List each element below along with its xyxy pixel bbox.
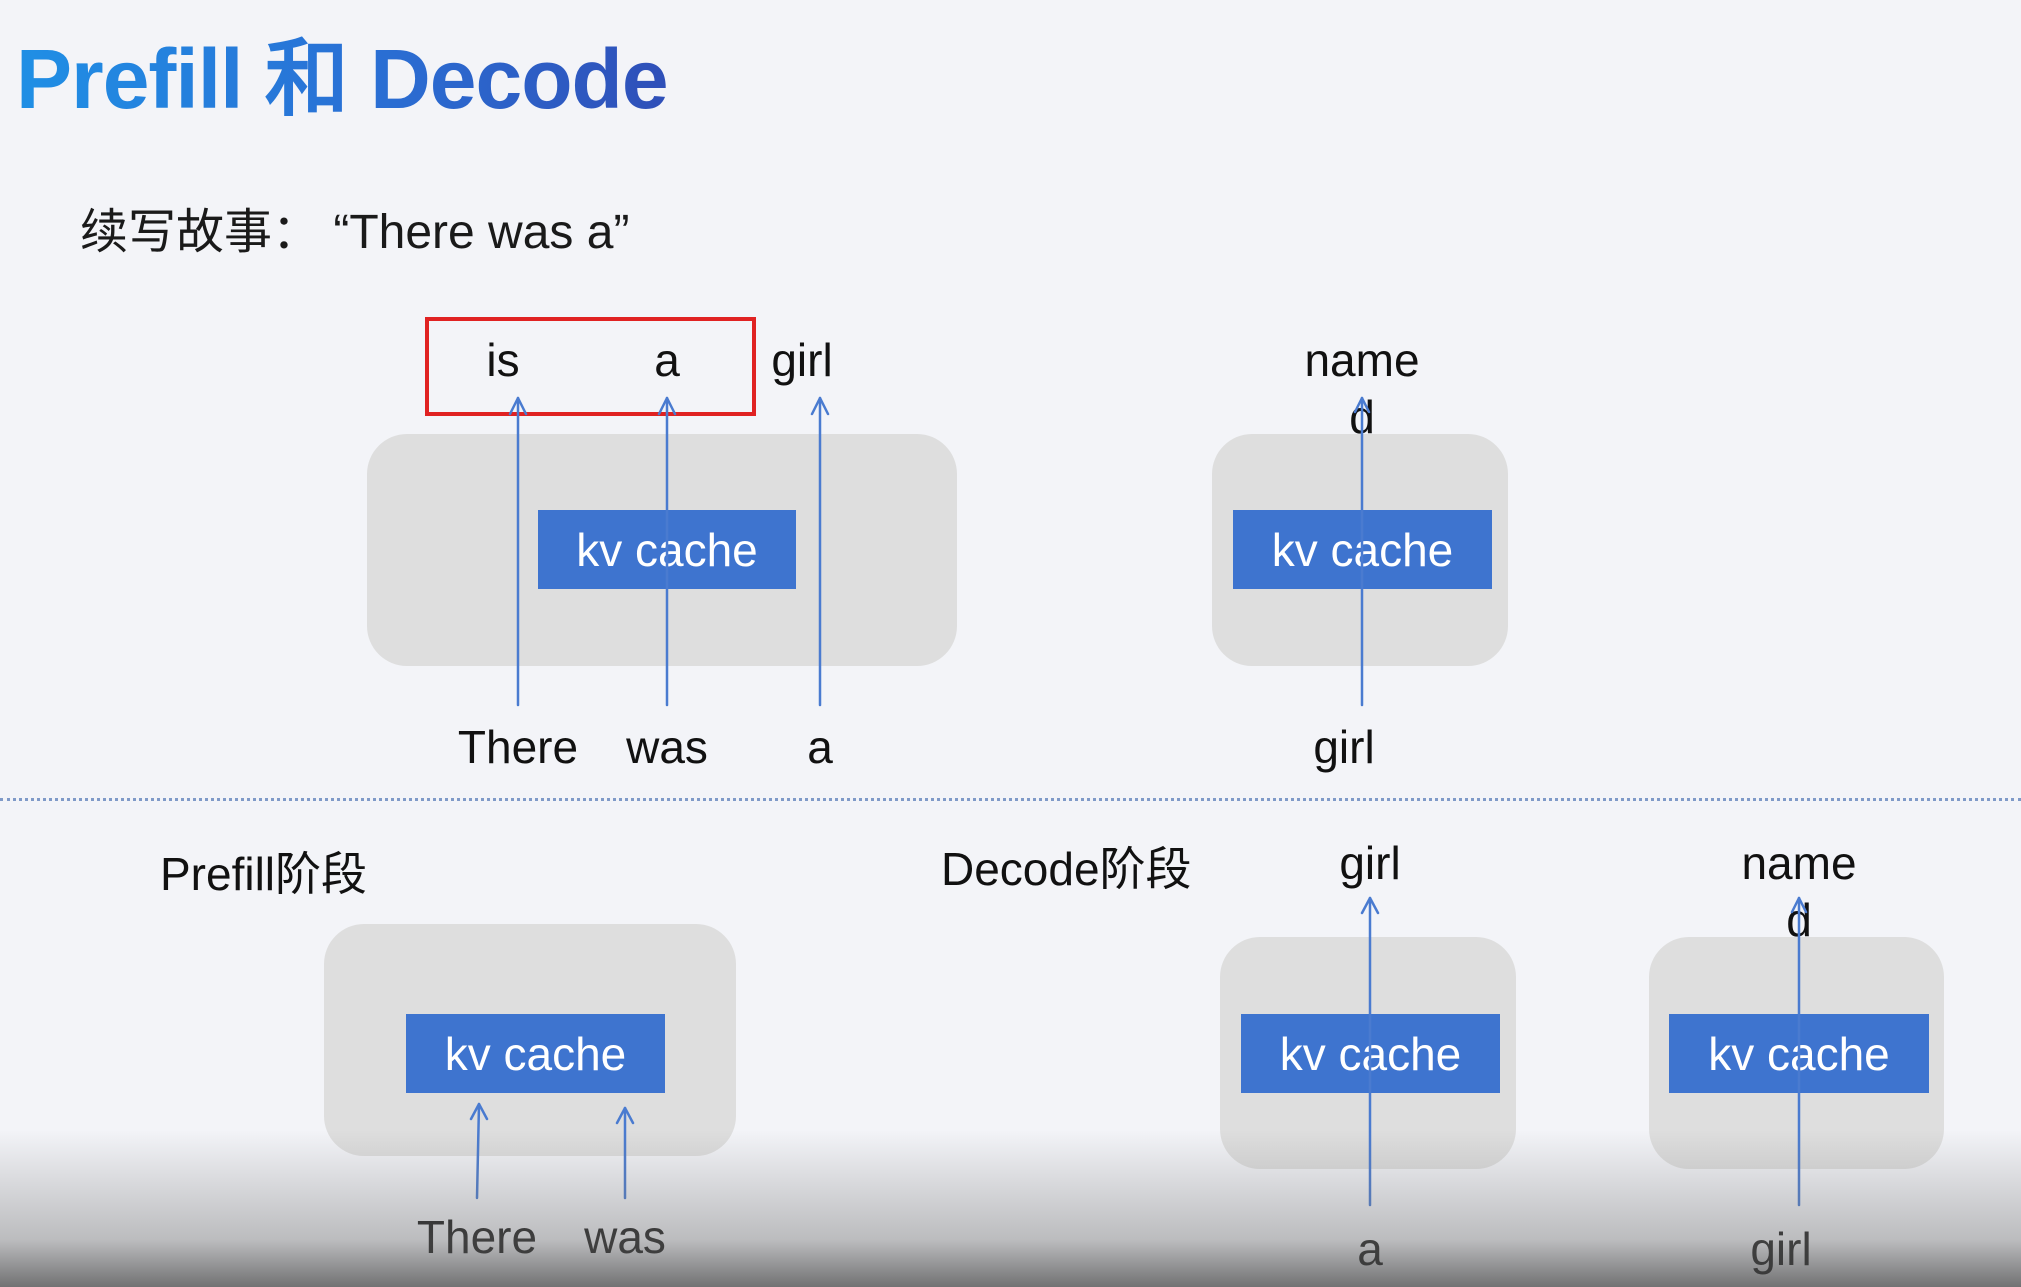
top-right-output-overlap: d bbox=[1349, 391, 1375, 443]
top-left-output-token: a bbox=[654, 334, 680, 386]
decode-stage-label: Decode阶段 bbox=[941, 843, 1192, 895]
section-divider bbox=[0, 798, 2021, 801]
decode-step2-input-token: girl bbox=[1750, 1223, 1812, 1275]
task-prompt: 续写故事： “There was a” bbox=[80, 206, 630, 259]
top-left-output-token: girl bbox=[771, 334, 833, 386]
top-left-output-token: is bbox=[486, 334, 520, 386]
prefill-kv-cache: kv cache bbox=[406, 1014, 665, 1093]
decode-step1-input-token: a bbox=[1357, 1223, 1383, 1275]
prefill-input-token: There bbox=[416, 1211, 538, 1263]
decode-step2-output-token: name bbox=[1741, 837, 1857, 889]
prefill-output-highlight bbox=[425, 317, 756, 416]
top-right-input-token: girl bbox=[1313, 721, 1375, 773]
top-left-input-token: There bbox=[457, 721, 579, 773]
top-left-input-token: a bbox=[807, 721, 833, 773]
top-left-input-token: was bbox=[626, 721, 708, 773]
prefill-input-token: was bbox=[584, 1211, 666, 1263]
decode-step2-output-overlap: d bbox=[1786, 894, 1812, 946]
prefill-stage-label: Prefill阶段 bbox=[160, 848, 368, 900]
decode-step1-output-token: girl bbox=[1339, 837, 1401, 889]
decode-step2-kv-cache: kv cache bbox=[1669, 1014, 1929, 1093]
slide-title: Prefill 和 Decode bbox=[16, 12, 669, 133]
decode-step1-kv-cache: kv cache bbox=[1241, 1014, 1500, 1093]
top-left-kv-cache: kv cache bbox=[538, 510, 796, 589]
top-right-kv-cache: kv cache bbox=[1233, 510, 1492, 589]
top-right-output-token: name bbox=[1304, 334, 1420, 386]
